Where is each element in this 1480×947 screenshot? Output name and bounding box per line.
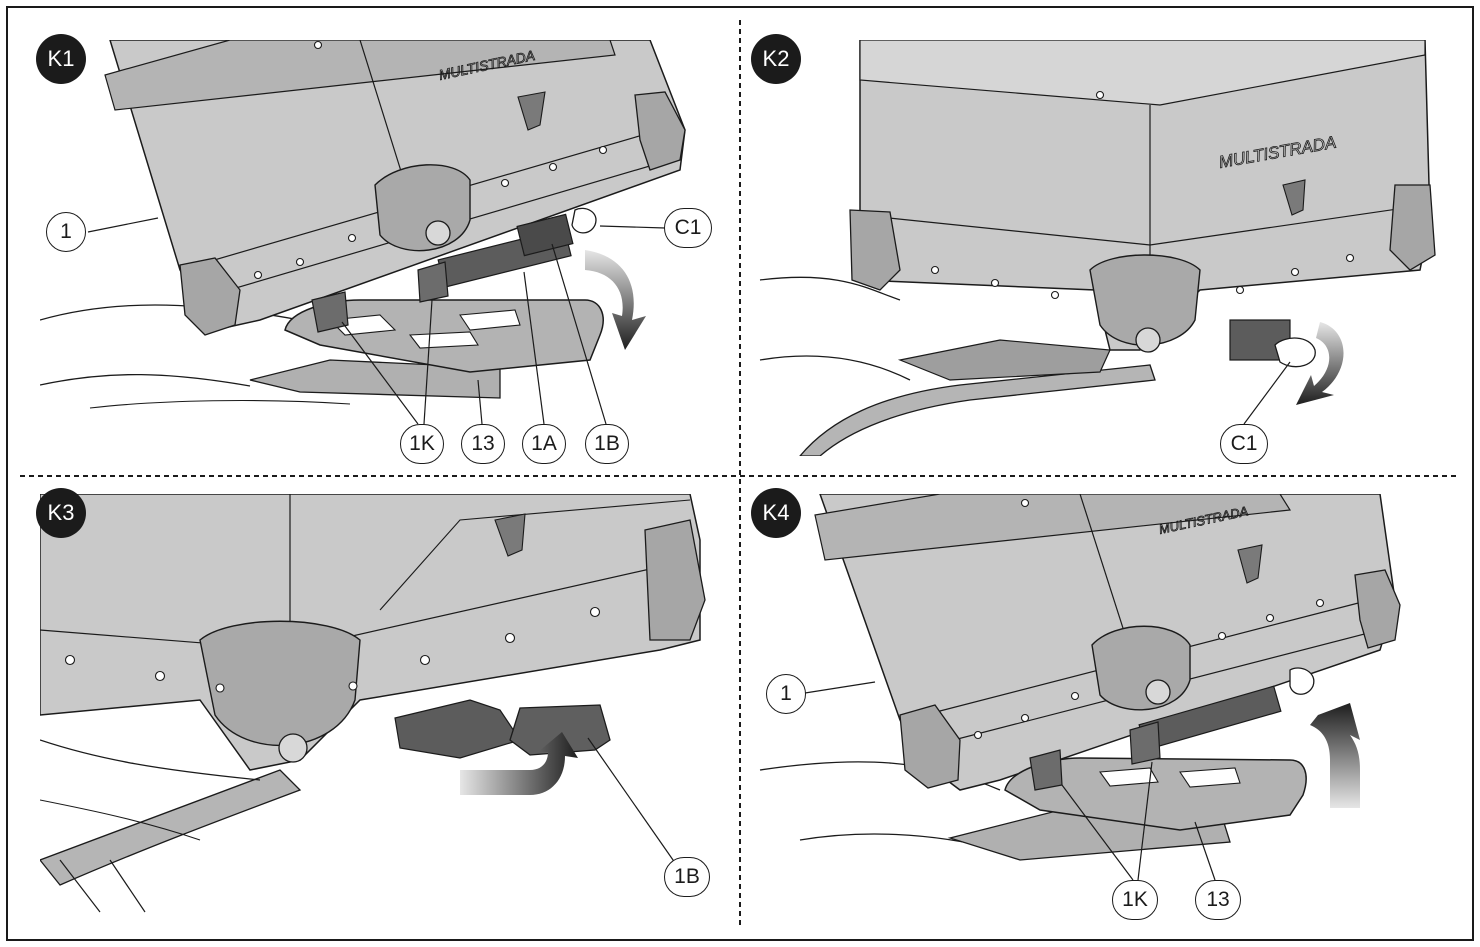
panel-label-k1: K1 (36, 34, 86, 84)
callout-k1-latch-b: 1B (585, 424, 629, 464)
callout-k4-mount: 1K (1112, 880, 1158, 920)
panel-k3-illustration (40, 494, 706, 913)
panel-k1-illustration: MULTISTRADA (40, 40, 686, 425)
callout-k4-rack: 13 (1195, 880, 1241, 920)
callout-k1-rack: 13 (461, 424, 505, 464)
panel-k2-illustration: MULTISTRADA (759, 40, 1436, 456)
callout-k1-case: 1 (46, 212, 86, 252)
callout-k1-latch-a: 1A (522, 424, 566, 464)
callout-k4-case: 1 (766, 674, 806, 714)
panel-label-k2: K2 (751, 34, 801, 84)
panel-label-k4: K4 (751, 488, 801, 538)
callout-k3-latch-b: 1B (664, 857, 710, 897)
callout-k2-key: C1 (1220, 424, 1268, 464)
panel-label-k3: K3 (36, 488, 86, 538)
panel-k4-illustration: MULTISTRADA (759, 494, 1401, 881)
callout-k1-mount: 1K (400, 424, 444, 464)
callout-k1-key: C1 (664, 208, 712, 248)
